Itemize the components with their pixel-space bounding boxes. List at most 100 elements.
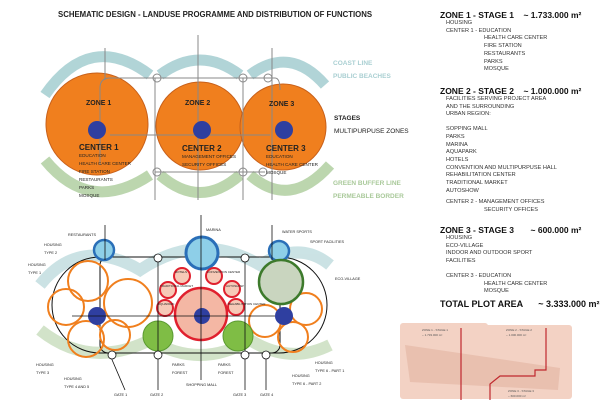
center-1-item: PARKS <box>484 58 503 65</box>
zone-2-item: MARINA <box>446 141 468 148</box>
label-housing: TYPE 4 AND 5 <box>64 385 89 389</box>
zone-3-label: ZONE 3 <box>269 101 294 108</box>
map-zone-1-label: ZONE 1 - STAGE 1 <box>422 328 448 332</box>
center-item: EDUCATION <box>79 153 106 158</box>
permeable-border-label: PERMEABLE BORDER <box>333 193 404 200</box>
center-2-label: CENTER 2 - <box>446 199 478 206</box>
center-item: HEALTH CARE CENTER <box>79 161 132 166</box>
center-1-dot <box>88 121 106 139</box>
bottom-axes <box>72 215 275 391</box>
center-3-item: MOSQUE <box>484 288 509 295</box>
label-hotels: HOTELS <box>175 270 187 274</box>
zone-1-heading: ZONE 1 - STAGE 1 <box>440 10 514 20</box>
map-zone-2-area: ~ 1.000.000 m² <box>506 333 526 337</box>
site-map: ZONE 1 - STAGE 1 ~ 1.733.000 m² ZONE 2 -… <box>400 323 572 400</box>
stages-label: STAGES <box>334 115 361 122</box>
center-1-item: HEALTH CARE CENTER <box>484 35 548 42</box>
label-housing: HOUSING <box>64 377 82 381</box>
zone-2-item: PARKS <box>446 133 465 140</box>
total-plot-area: ~ 3.333.000 m² <box>538 298 600 309</box>
label-housing: TYPE 6 - PART 2 <box>292 382 321 386</box>
center-3-label: CENTER 3 <box>266 144 306 153</box>
center-1-label: CENTER 1 <box>79 143 119 152</box>
label-autoshow: AUTOSHOW <box>226 284 244 288</box>
zone-2-item: CONVENTION AND MULTIPURPUSE HALL <box>446 164 557 171</box>
label-housing: HOUSING <box>28 263 46 267</box>
bottom-labels: RESTAURANTS HOUSING TYPE 2 HOUSING TYPE … <box>28 228 361 397</box>
label-gate-2: GATE 2 <box>150 393 163 397</box>
zone-2-item: SOPPING MALL <box>446 126 488 133</box>
road-lines <box>99 35 281 200</box>
label-housing: HOUSING <box>36 363 54 367</box>
center-item: FIRE STATION <box>79 169 110 174</box>
zone-1-area: ~ 1.733.000 m² <box>523 10 582 20</box>
label-housing: TYPE 6 - PART 1 <box>315 369 344 373</box>
label-housing: HOUSING <box>44 243 62 247</box>
center-1-item: FIRE STATION <box>484 43 522 50</box>
label-restaurants: RESTAURANTS <box>68 233 96 237</box>
label-housing: HOUSING <box>315 361 333 365</box>
zone-1-label: ZONE 1 <box>86 100 111 107</box>
public-beaches-label: PUBLIC BEACHES <box>333 73 391 80</box>
zone-3-line: HOUSING <box>446 235 473 241</box>
label-rehabilitation: REHABILITATION CENTER <box>228 302 266 306</box>
coast-arrows <box>40 51 330 99</box>
center-item: MOSQUE <box>79 193 99 198</box>
label-gate-3: GATE 3 <box>233 393 246 397</box>
small-facility-circles <box>156 267 245 317</box>
label-traditional-market: TRADITIONAL MARKET <box>160 284 193 288</box>
zone-2-line: FACILITIES SERVING PROJECT AREA <box>446 96 547 102</box>
label-parks: PARKS <box>172 363 185 367</box>
center-item: MANAGEMENT OFFICES <box>182 154 236 159</box>
label-forest: FOREST <box>172 371 188 375</box>
housing-circles-left <box>47 260 153 358</box>
zone-2-item: HOTELS <box>446 156 469 163</box>
parks-forest-2-circle <box>222 320 254 352</box>
marina-circle <box>184 235 220 271</box>
center-3-dot <box>275 121 293 139</box>
zone-2-line: AND THE SURROUNDING <box>446 103 515 110</box>
label-housing: TYPE 2 <box>44 251 57 255</box>
center-3-item: EDUCATION <box>478 272 512 279</box>
page-title: SCHEMATIC DESIGN - LANDUSE PROGRAMME AND… <box>58 10 372 19</box>
zone-2-heading: ZONE 2 - STAGE 2 <box>440 86 514 96</box>
zone-3-line: INDOOR AND OUTDOOR SPORT <box>446 250 533 257</box>
center-item: EDUCATION <box>266 154 293 159</box>
center-item: HEALTH CARE CENTER <box>266 162 319 167</box>
center-item: SECURITY OFFICES <box>182 162 226 167</box>
center-item: RESTAURANTS <box>79 177 113 182</box>
zone-3-area: ~ 600.000 m² <box>530 225 582 235</box>
zone-3-line: FACILITIES <box>446 258 476 265</box>
center-2-items: MANAGEMENT OFFICES SECURITY OFFICES <box>182 154 236 167</box>
map-zone-3-label: ZONE 3 - STAGE 3 <box>508 389 534 393</box>
center-1-item: MOSQUE <box>484 66 509 73</box>
label-marina: MARINA <box>206 228 221 232</box>
label-parks: PARKS <box>218 363 231 367</box>
label-forest: FOREST <box>218 371 234 375</box>
center-2-item: MANAGEMENT OFFICES <box>478 199 545 206</box>
center-3-items: EDUCATION HEALTH CARE CENTER MOSQUE <box>266 154 319 175</box>
zone-2-area: ~ 1.000.000 m² <box>523 86 582 96</box>
total-plot-label: TOTAL PLOT AREA <box>440 298 524 309</box>
center-3-dot-bottom <box>275 307 293 325</box>
label-aquapark: AQUAPARK <box>158 302 174 306</box>
label-convention: CONVENTION CENTER <box>207 270 241 274</box>
label-housing: HOUSING <box>292 374 310 378</box>
label-sport-facilities: SPORT FACILITIES <box>310 240 345 244</box>
center-3-item: HEALTH CARE CENTER <box>484 280 548 287</box>
center-2-item: SECURITY OFFICES <box>484 207 538 214</box>
coast-line-label: COAST LINE <box>333 60 373 67</box>
map-zone-3-area: ~ 600.000 m² <box>508 394 526 398</box>
center-1-item: RESTAURANTS <box>484 50 526 57</box>
label-shopping-mall: SHOPPING MALL <box>186 383 217 387</box>
zone-3-line: ECO-VILLAGE <box>446 242 484 249</box>
center-1-items: EDUCATION HEALTH CARE CENTER FIRE STATIO… <box>79 153 132 198</box>
center-3-label: CENTER 3 - <box>446 272 478 279</box>
label-housing: TYPE 1 <box>28 271 41 275</box>
center-2-dot <box>193 121 211 139</box>
zone-1-section: ZONE 1 - STAGE 1 ~ 1.733.000 m² HOUSING … <box>440 10 581 74</box>
map-zone-1-area: ~ 1.733.000 m² <box>422 333 442 337</box>
zone-2-section: ZONE 2 - STAGE 2 ~ 1.000.000 m² FACILITI… <box>440 86 581 215</box>
zone-2-item: TRADITIONAL MARKET <box>446 180 508 187</box>
